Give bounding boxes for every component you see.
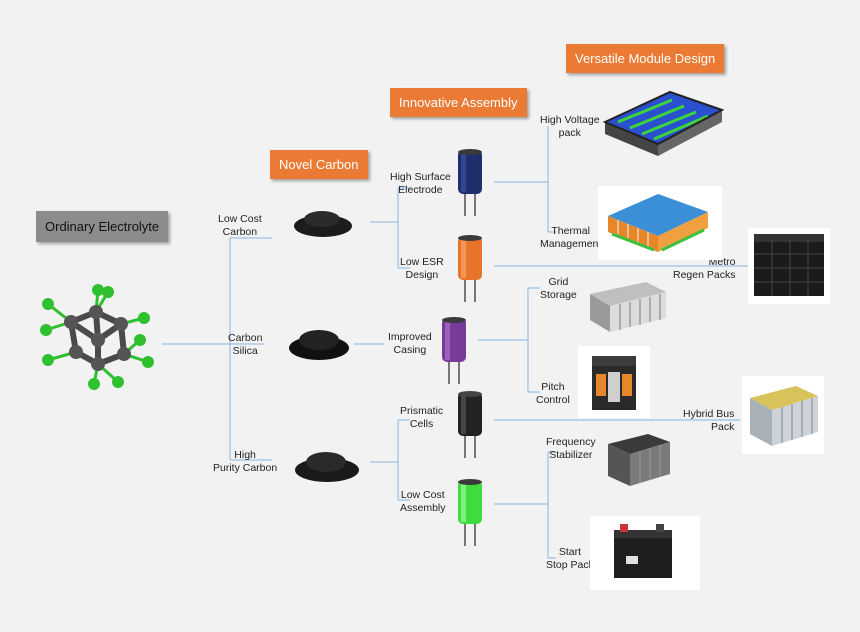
label-line: Frequency	[546, 436, 596, 448]
label-line: High	[234, 449, 256, 461]
frequency-stabilizer-image	[604, 428, 672, 492]
label-high-voltage-pack: High Voltage pack	[540, 114, 600, 140]
label-prismatic-cells: Prismatic Cells	[400, 405, 443, 431]
label-high-purity-carbon: High Purity Carbon	[213, 449, 277, 475]
label-line: High Surface	[390, 171, 451, 183]
label-low-cost-carbon: Low Cost Carbon	[218, 213, 262, 239]
grid-storage-image	[586, 276, 668, 334]
label-line: Casing	[393, 344, 427, 356]
capacitor-black-image	[456, 390, 484, 460]
label-line: Carbon	[228, 332, 263, 344]
label-improved-casing: Improved Casing	[388, 331, 432, 357]
label-carbon-silica: Carbon Silica	[228, 332, 262, 358]
molecule-image	[36, 282, 161, 392]
label-line: Improved	[388, 331, 432, 343]
label-line: Storage	[540, 289, 577, 301]
label-low-esr-design: Low ESR Design	[400, 256, 444, 282]
hybrid-bus-pack-image	[742, 376, 824, 454]
carbon-powder-image	[292, 206, 354, 238]
capacitor-green-image	[456, 478, 484, 548]
label-line: Carbon	[222, 226, 258, 238]
label-line: High Voltage	[540, 114, 600, 126]
label-line: pack	[558, 127, 581, 139]
label-line: Stabilizer	[549, 449, 593, 461]
label-line: Pitch	[541, 381, 565, 393]
label-line: Control	[536, 394, 570, 406]
label-line: Low Cost	[400, 489, 445, 501]
header-ordinary-electrolyte: Ordinary Electrolyte	[36, 211, 169, 242]
label-line: Grid	[548, 276, 569, 288]
metro-regen-pack-image	[748, 228, 830, 304]
high-voltage-pack-image	[600, 82, 725, 162]
label-line: Design	[405, 269, 439, 281]
label-line: Purity Carbon	[213, 462, 278, 474]
label-line: Low ESR	[400, 256, 444, 268]
label-start-stop-pack: Start Stop Pack	[546, 546, 594, 572]
label-frequency-stabilizer: Frequency Stabilizer	[546, 436, 596, 462]
label-high-surface-electrode: High Surface Electrode	[390, 171, 451, 197]
label-line: Regen Packs	[673, 269, 736, 281]
high-purity-carbon-image	[294, 448, 360, 484]
capacitor-blue-image	[456, 148, 484, 218]
label-grid-storage: Grid Storage	[540, 276, 577, 302]
label-line: Prismatic	[400, 405, 444, 417]
label-hybrid-bus-pack: Hybrid Bus Pack	[683, 408, 734, 434]
pitch-control-image	[578, 346, 650, 418]
label-line: Pack	[711, 421, 735, 433]
label-line: Hybrid Bus	[683, 408, 735, 420]
thermal-management-image	[598, 186, 722, 260]
header-versatile-module-design: Versatile Module Design	[566, 44, 725, 73]
label-line: Stop Pack	[546, 559, 594, 571]
start-stop-pack-image	[590, 516, 700, 590]
label-line: Silica	[232, 345, 258, 357]
label-line: Low Cost	[218, 213, 262, 225]
silica-powder-image	[288, 326, 350, 362]
label-pitch-control: Pitch Control	[536, 381, 570, 407]
label-line: Assembly	[400, 502, 446, 514]
label-line: Electrode	[398, 184, 443, 196]
label-line: Cells	[409, 418, 434, 430]
label-line: Management	[540, 238, 602, 250]
label-line: Start	[558, 546, 582, 558]
capacitor-orange-image	[456, 234, 484, 304]
label-line: Thermal	[551, 225, 590, 237]
label-low-cost-assembly: Low Cost Assembly	[400, 489, 446, 515]
header-innovative-assembly: Innovative Assembly	[390, 88, 527, 117]
capacitor-purple-image	[440, 316, 468, 386]
header-novel-carbon: Novel Carbon	[270, 150, 368, 179]
label-thermal-management: Thermal Management	[540, 225, 601, 251]
